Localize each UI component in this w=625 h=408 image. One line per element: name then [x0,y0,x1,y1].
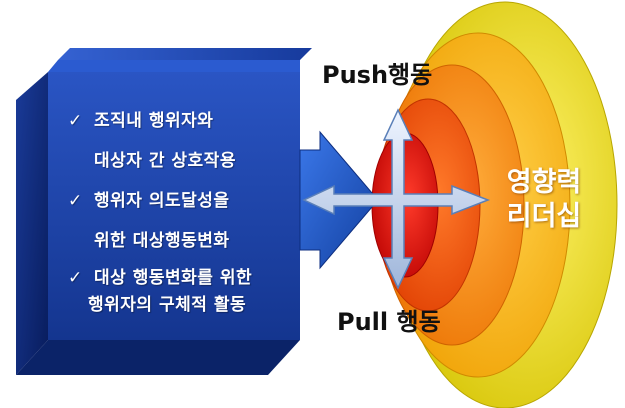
four-way-arrow-shape [302,108,491,290]
bullet-1-line-2: 대상자 간 상호작용 [94,151,236,171]
bullet-3-line-2: 행위자의 구체적 활동 [88,295,247,315]
text-box-3d [16,48,312,375]
box-top-face [58,48,312,60]
bullet-2-line-2: 위한 대상행동변화 [94,231,230,251]
push-label: Push행동 [322,61,433,89]
box-side-face [16,72,48,375]
box-top-bevel [48,60,300,72]
box-front-face [48,72,300,340]
bullet-1-line-1: ✓ 조직내 행위자와 [68,106,213,131]
check-icon: ✓ [68,191,83,211]
pull-label: Pull 행동 [337,308,441,336]
check-icon: ✓ [68,111,83,131]
box-bottom-face [16,340,300,375]
bullet-1-text-1: 조직내 행위자와 [94,111,214,131]
four-way-arrow [302,108,491,290]
bullet-2-text-1: 행위자 의도달성을 [94,191,230,211]
bullet-2-line-1: ✓ 행위자 의도달성을 [68,186,230,211]
center-label-line-1: 영향력 [506,167,582,198]
center-label: 영향력 리더십 [496,166,592,234]
bullet-3-line-1: ✓ 대상 행동변화를 위한 [68,263,252,288]
check-icon: ✓ [68,268,83,288]
center-label-line-2: 리더십 [506,201,582,232]
bullet-3-text-1: 대상 행동변화를 위한 [94,268,253,288]
